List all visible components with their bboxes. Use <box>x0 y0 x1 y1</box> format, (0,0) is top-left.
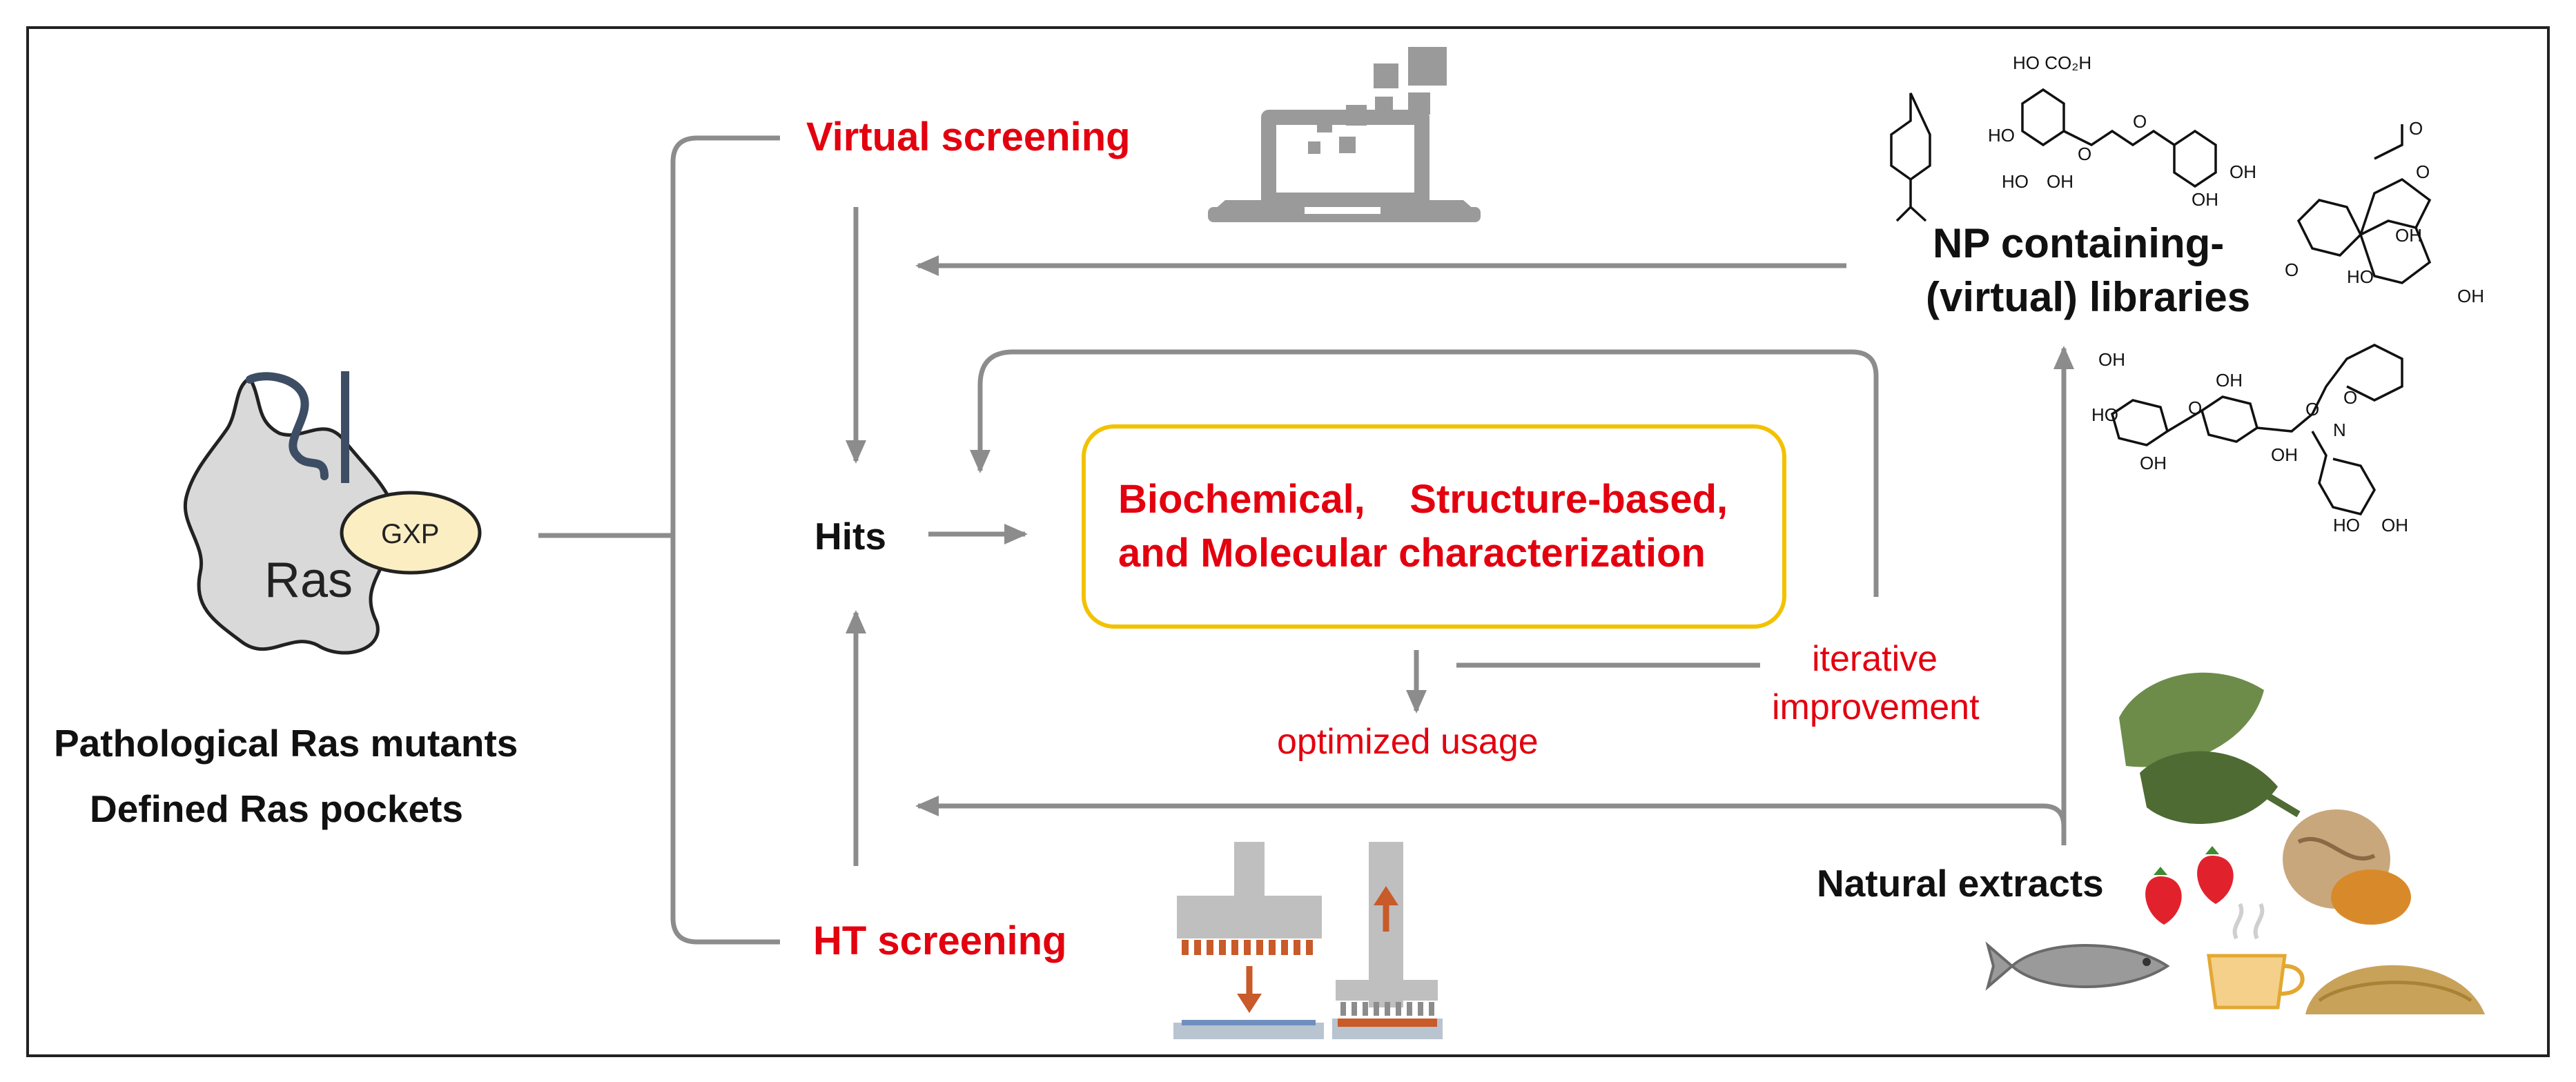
svg-text:HO: HO <box>2091 404 2118 425</box>
ras-caption-line1: Pathological Ras mutants <box>54 722 518 765</box>
iterative-loop <box>970 349 1879 597</box>
svg-text:OH: OH <box>2216 370 2243 391</box>
svg-text:OH: OH <box>2047 171 2074 192</box>
libraries-label-line1: NP containing- <box>1933 220 2225 266</box>
chem-atom-labels: HO CO₂H HO HO OH O O OH OH O O OH HO O O… <box>1988 52 2484 535</box>
svg-text:O: O <box>2133 111 2147 132</box>
arrow-extracts-to-hits <box>915 796 2067 835</box>
ht-screening-label: HT screening <box>813 918 1067 963</box>
svg-text:OH: OH <box>2098 349 2125 370</box>
characterization-line2: and Molecular characterization <box>1118 531 1706 576</box>
characterization-line1: Biochemical, Structure-based, <box>1118 477 1728 522</box>
np-chemical-structures <box>1890 88 2432 516</box>
svg-text:HO CO₂H: HO CO₂H <box>2013 52 2091 73</box>
svg-text:OH: OH <box>2140 453 2167 473</box>
characterization-box <box>1082 424 1786 629</box>
outer-frame <box>26 26 2550 1057</box>
screening-bracket <box>670 135 780 945</box>
virtual-screening-label: Virtual screening <box>806 115 1131 159</box>
svg-text:HO: HO <box>1988 125 2015 146</box>
svg-text:O: O <box>2305 399 2319 420</box>
svg-text:N: N <box>2333 420 2346 440</box>
svg-text:OH: OH <box>2395 225 2422 246</box>
svg-text:O: O <box>2078 144 2091 164</box>
svg-text:OH: OH <box>2381 515 2408 535</box>
svg-text:O: O <box>2343 387 2357 408</box>
optimized-usage-label: optimized usage <box>1277 722 1539 762</box>
svg-text:OH: OH <box>2457 286 2484 306</box>
svg-text:OH: OH <box>2192 189 2218 210</box>
libraries-label-line2: (virtual) libraries <box>1926 274 2251 320</box>
ras-protein-illustration <box>183 371 482 655</box>
svg-text:O: O <box>2188 397 2202 418</box>
natural-extracts-illustration <box>1985 672 2485 1014</box>
svg-text:HO: HO <box>2002 171 2029 192</box>
svg-text:OH: OH <box>2271 444 2298 465</box>
gxp-nucleotide <box>340 491 482 575</box>
ras-protein-label: Ras <box>264 553 353 608</box>
ras-caption-line2: Defined Ras pockets <box>90 787 464 830</box>
iterative-label-line2: improvement <box>1772 687 1980 727</box>
svg-text:O: O <box>2409 118 2423 139</box>
natural-extracts-label: Natural extracts <box>1817 862 2104 905</box>
svg-text:HO: HO <box>2333 515 2360 535</box>
svg-text:HO: HO <box>2347 266 2374 287</box>
ht-pipette-illustration <box>1173 842 1443 1039</box>
svg-text:OH: OH <box>2229 161 2256 182</box>
svg-text:O: O <box>2416 161 2430 182</box>
iterative-label-line1: iterative <box>1812 639 1938 679</box>
laptop-icon <box>1208 47 1481 222</box>
gxp-label: GXP <box>381 519 440 549</box>
hits-label: Hits <box>814 515 886 558</box>
svg-text:O: O <box>2285 259 2299 280</box>
